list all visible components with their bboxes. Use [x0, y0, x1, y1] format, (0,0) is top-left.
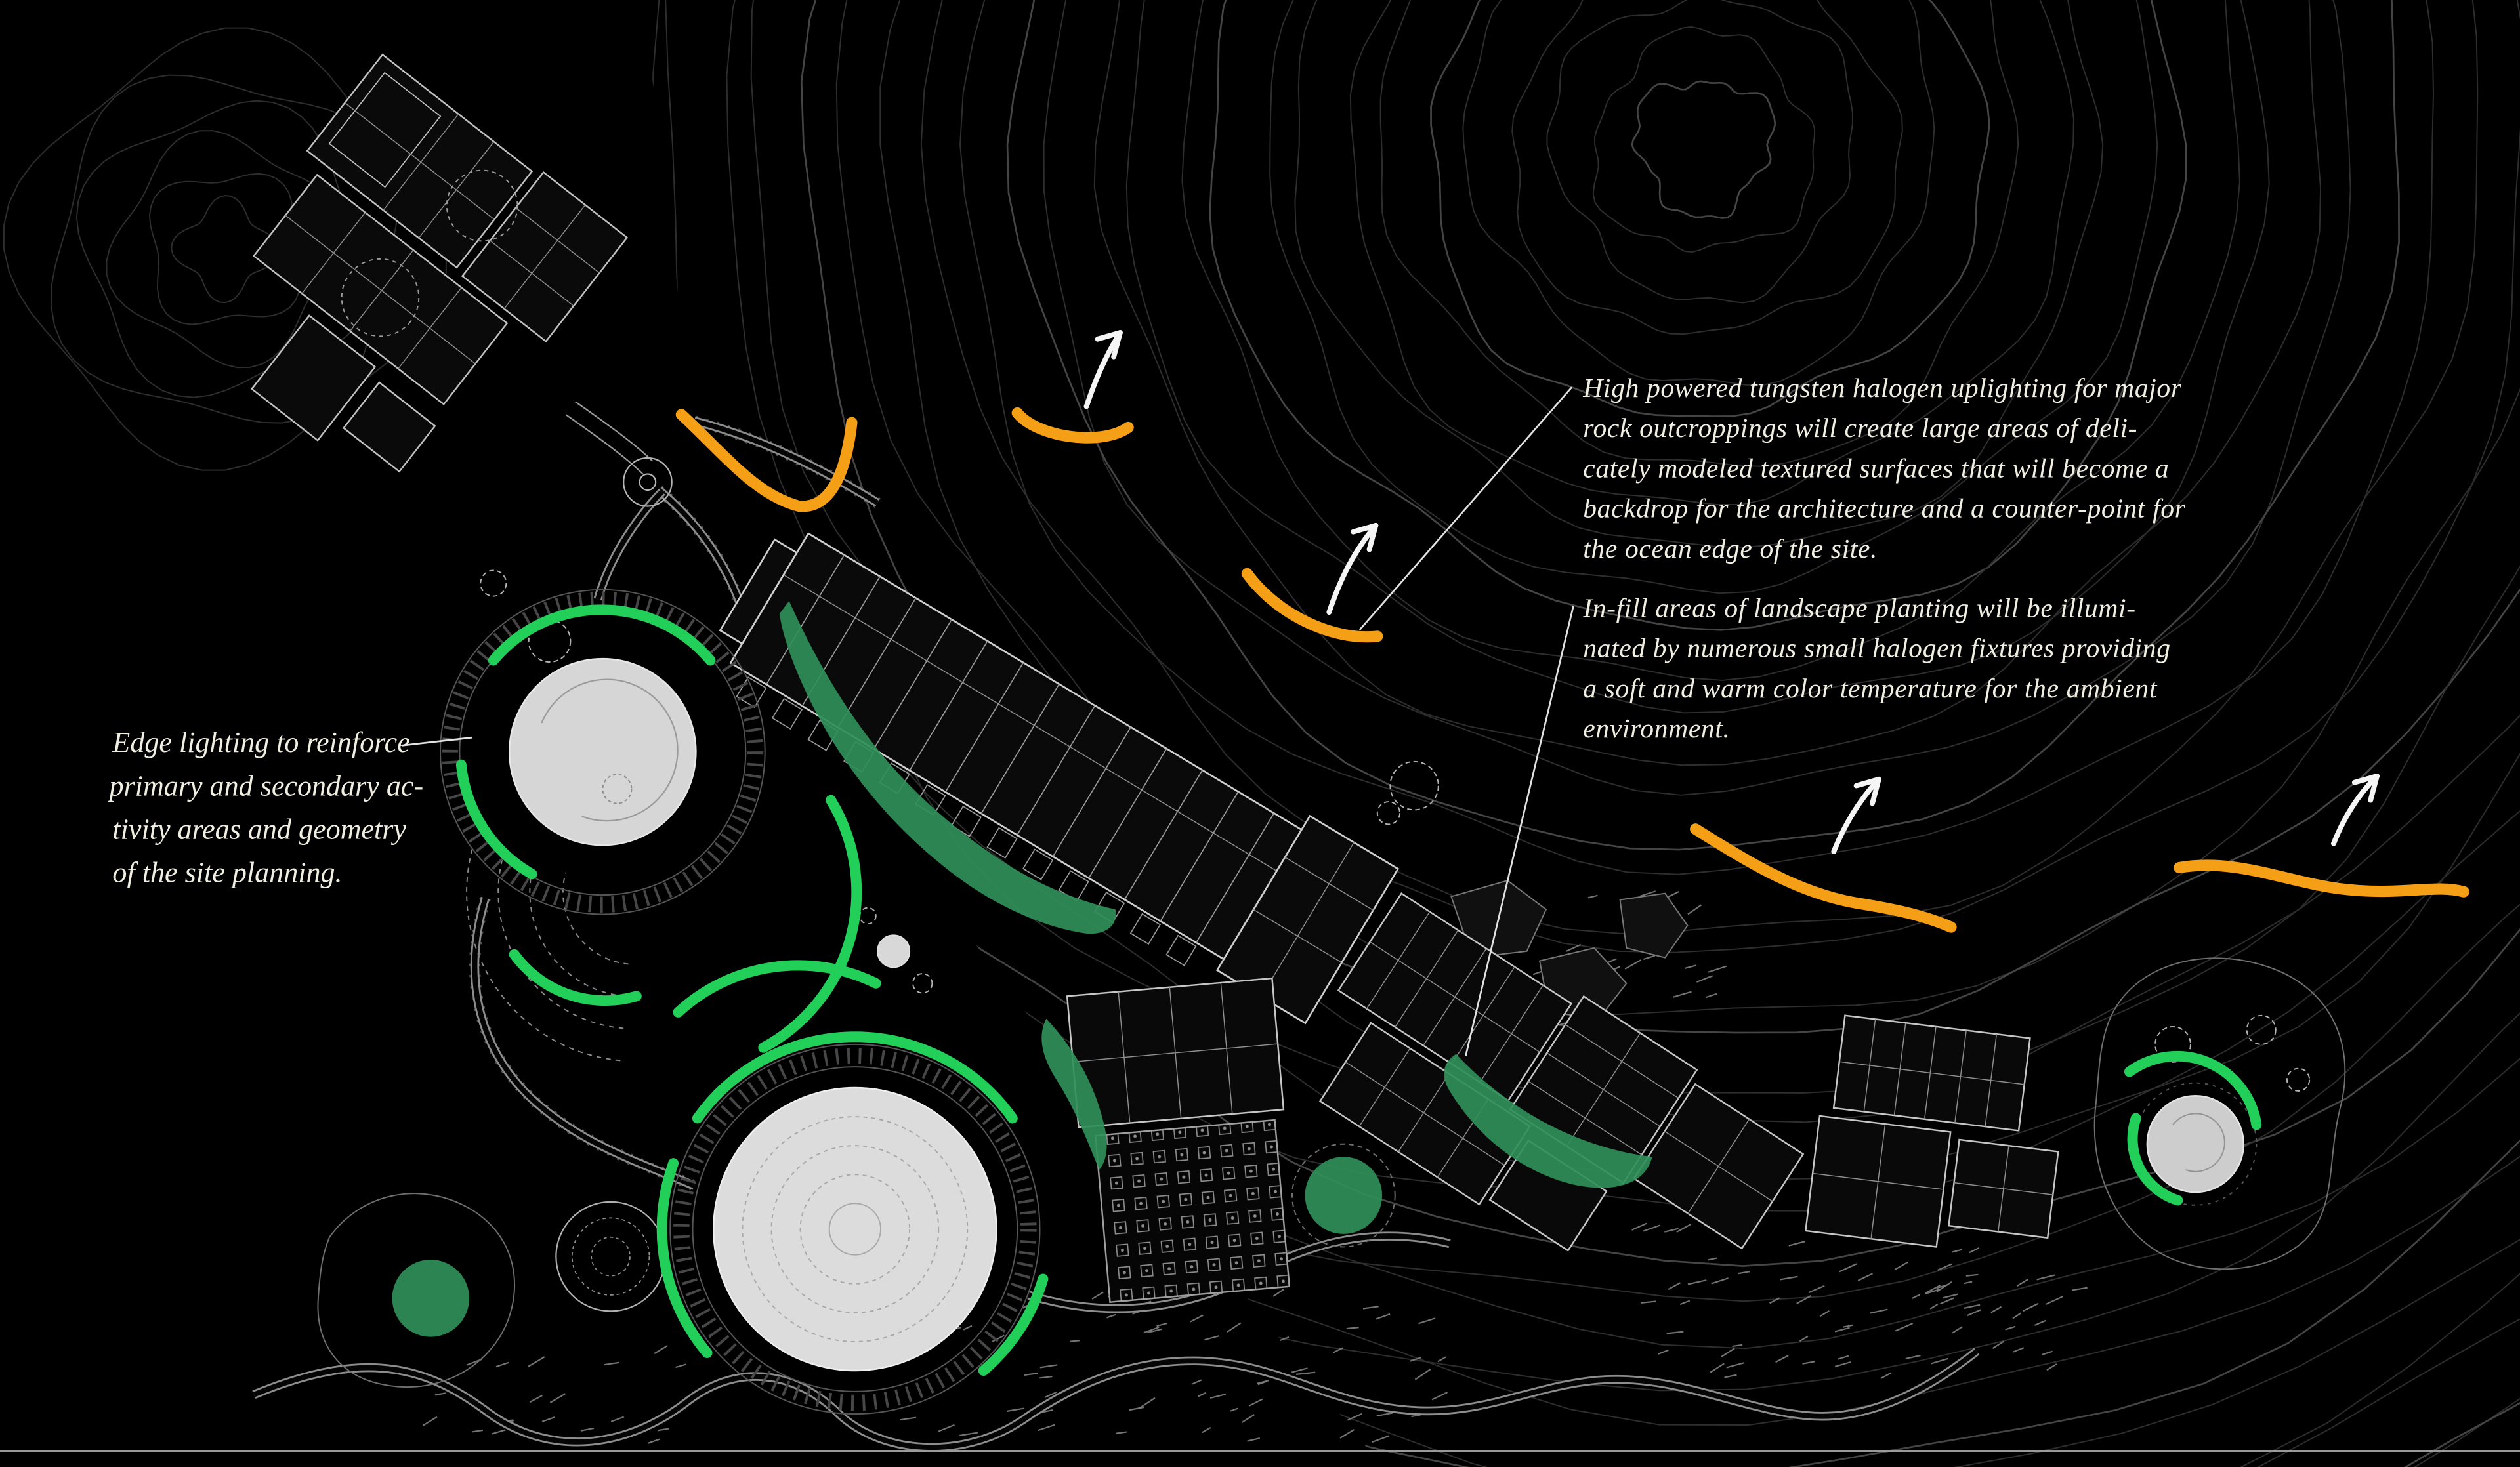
uplight-arrow-icon: [1326, 522, 1379, 615]
annotation-line: tivity areas and geometry: [112, 813, 406, 845]
planting-bed-outlines: [317, 957, 2346, 1388]
planting-crescent-east: [1444, 1054, 1652, 1188]
planting-crescent-courtyard: [1041, 1018, 1107, 1170]
uplight-direction-arrows: [1083, 330, 2380, 854]
planting-circle-mid: [1305, 1157, 1383, 1234]
annotation-line: backdrop for the architecture and a coun…: [1583, 494, 2185, 524]
upper-junction-circle: [623, 457, 673, 507]
annotation-line: environment.: [1583, 714, 1730, 744]
uplight-arrow-icon: [1831, 776, 1881, 854]
main-plaza-circle: [669, 1043, 1041, 1415]
east-building-cluster: [1318, 892, 1805, 1252]
annotation-line: In-fill areas of landscape planting will…: [1582, 593, 2135, 623]
beach-house-building: [1805, 1014, 2059, 1248]
site-roads-and-walks: [252, 415, 1980, 1452]
planting-band-main: [779, 600, 1116, 934]
annotation-line: of the site planning.: [112, 857, 342, 889]
leader-infill: [1465, 605, 1574, 1056]
uplighting-zone-strokes: [675, 407, 2469, 933]
annotation-line: High powered tungsten halogen uplighting…: [1582, 373, 2182, 403]
edge-lighting-arcs: [455, 604, 2262, 1376]
annotation-uplighting: High powered tungsten halogen uplighting…: [1582, 373, 2185, 564]
annotation-line: nated by numerous small halogen fixtures…: [1583, 634, 2170, 664]
courtyard-building: [1066, 977, 1291, 1304]
uplight-arrow-icon: [2331, 773, 2380, 846]
annotation-line: rock outcroppings will create large area…: [1583, 413, 2137, 444]
leader-edge-lighting: [402, 736, 473, 747]
annotation-leader-lines: [402, 386, 1574, 1056]
rock-hatch-texture: [422, 890, 2088, 1445]
annotation-line: a soft and warm color temperature for th…: [1583, 674, 2158, 704]
annotation-edge-lighting: Edge lighting to reinforce primary and s…: [108, 726, 424, 888]
planting-infill-areas: [392, 600, 1652, 1337]
uplight-arrow-icon: [1083, 330, 1123, 409]
annotation-line: cately modeled textured surfaces that wi…: [1583, 453, 2169, 484]
tree-symbols: [480, 569, 2311, 1092]
main-lodge-building: [719, 532, 1400, 1025]
planting-circle-southwest: [392, 1260, 470, 1337]
leader-uplighting: [1358, 386, 1573, 630]
upper-plaza-circle: [440, 589, 766, 915]
annotation-line: primary and secondary ac-: [108, 770, 424, 802]
upper-walk-to-circle: [446, 169, 654, 475]
garden-circle: [555, 1201, 666, 1312]
annotation-line: Edge lighting to reinforce: [112, 726, 410, 758]
cove-terrace-circle: [2133, 1082, 2258, 1206]
annotation-line: the ocean edge of the site.: [1583, 534, 1878, 564]
annotation-infill-planting: In-fill areas of landscape planting will…: [1582, 593, 2170, 744]
upper-terrace-buildings: [250, 53, 629, 473]
